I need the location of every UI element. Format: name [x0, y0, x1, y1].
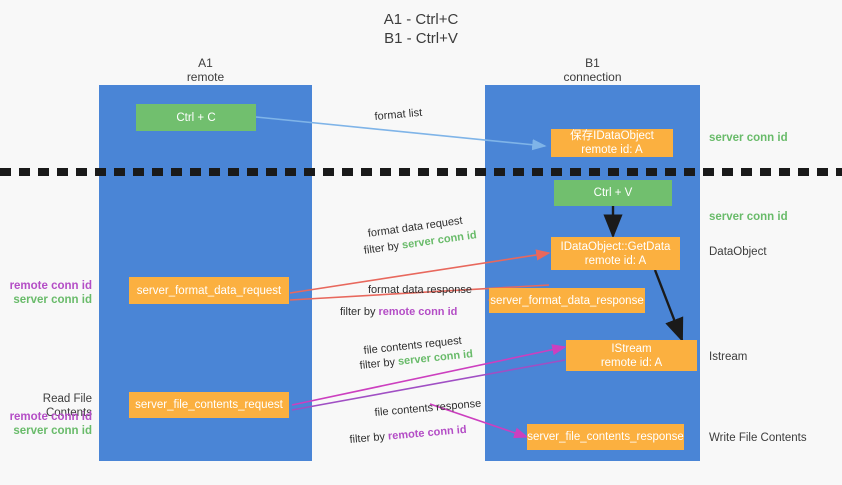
left-label-remote-conn-id-1: remote conn id [9, 280, 92, 292]
page-title: A1 - Ctrl+C B1 - Ctrl+V [383, 11, 459, 47]
filter-prefix-fdresp: filter by [340, 306, 379, 318]
left-label-remote-conn-id-2: remote conn id [9, 411, 92, 423]
edge-label-file-contents-response: file contents response [374, 397, 482, 419]
filter-value-fcresp: remote conn id [387, 423, 468, 443]
column-b1-header: B1 connection [563, 56, 622, 84]
edge-label-file-contents-response-filter: filter by remote conn id [349, 423, 467, 448]
edge-label-format-data-response: format data response [368, 284, 472, 296]
edge-label-format-data-response-filter: filter by remote conn id [340, 305, 457, 320]
node-server-file-contents-response[interactable]: server_file_contents_response [527, 424, 684, 450]
right-label-server-conn-id-1: server conn id [709, 132, 788, 144]
node-istream[interactable]: IStream remote id: A [566, 340, 697, 371]
dashed-divider [0, 168, 842, 176]
node-idataobject-getdata[interactable]: IDataObject::GetData remote id: A [551, 237, 680, 270]
right-label-istream: Istream [709, 351, 748, 363]
node-server-file-contents-request[interactable]: server_file_contents_request [129, 392, 289, 418]
node-server-format-data-request[interactable]: server_format_data_request [129, 277, 289, 304]
right-label-server-conn-id-2: server conn id [709, 211, 788, 223]
filter-value-fdresp: remote conn id [378, 306, 458, 318]
column-a1-header: A1 remote [186, 56, 225, 84]
left-label-server-conn-id-1: server conn id [13, 294, 92, 306]
node-server-format-data-response[interactable]: server_format_data_response [489, 288, 645, 313]
node-ctrl-v[interactable]: Ctrl + V [554, 180, 672, 206]
filter-prefix-fdreq: filter by [363, 239, 403, 257]
node-save-idataobject[interactable]: 保存IDataObject remote id: A [551, 129, 673, 157]
right-label-dataobject: DataObject [709, 246, 767, 258]
left-label-server-conn-id-2: server conn id [13, 425, 92, 437]
filter-prefix-fcresp: filter by [349, 430, 389, 446]
node-ctrl-c[interactable]: Ctrl + C [136, 104, 256, 131]
edge-label-format-list: format list [374, 106, 423, 123]
filter-prefix-fcreq: filter by [359, 355, 399, 372]
right-label-write-file-contents: Write File Contents [709, 432, 807, 444]
left-label-read-file-contents: Read File Contents [42, 393, 92, 419]
